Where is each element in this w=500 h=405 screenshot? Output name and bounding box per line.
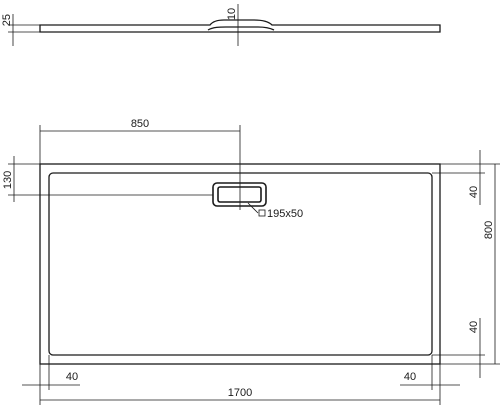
border-right-label: 40 [404, 371, 416, 383]
drain-offset-x-label: 850 [131, 118, 149, 130]
border-top-label: 40 [468, 186, 480, 198]
profile-thickness-label: 25 [1, 14, 13, 26]
border-bottom-label: 40 [468, 321, 480, 333]
drain-size-leader [247, 202, 259, 214]
side-profile: 25 10 [1, 4, 441, 46]
width-label: 800 [483, 221, 495, 239]
drain-size-square-symbol [258, 209, 266, 217]
tray-inner-basin [48, 172, 433, 356]
drain-outer [212, 182, 267, 207]
drain-offset-y-label: 130 [2, 171, 14, 189]
profile-outline [39, 19, 441, 33]
length-label: 1700 [228, 387, 252, 399]
plan-view: 850 130 195x50 40 800 40 40 40 1700 [2, 118, 500, 405]
drain-inner [217, 186, 262, 203]
border-left-label: 40 [66, 371, 78, 383]
profile-drain-shape [207, 26, 275, 31]
drain-depth-label: 10 [226, 8, 238, 20]
drain-size-label: 195x50 [267, 208, 303, 220]
